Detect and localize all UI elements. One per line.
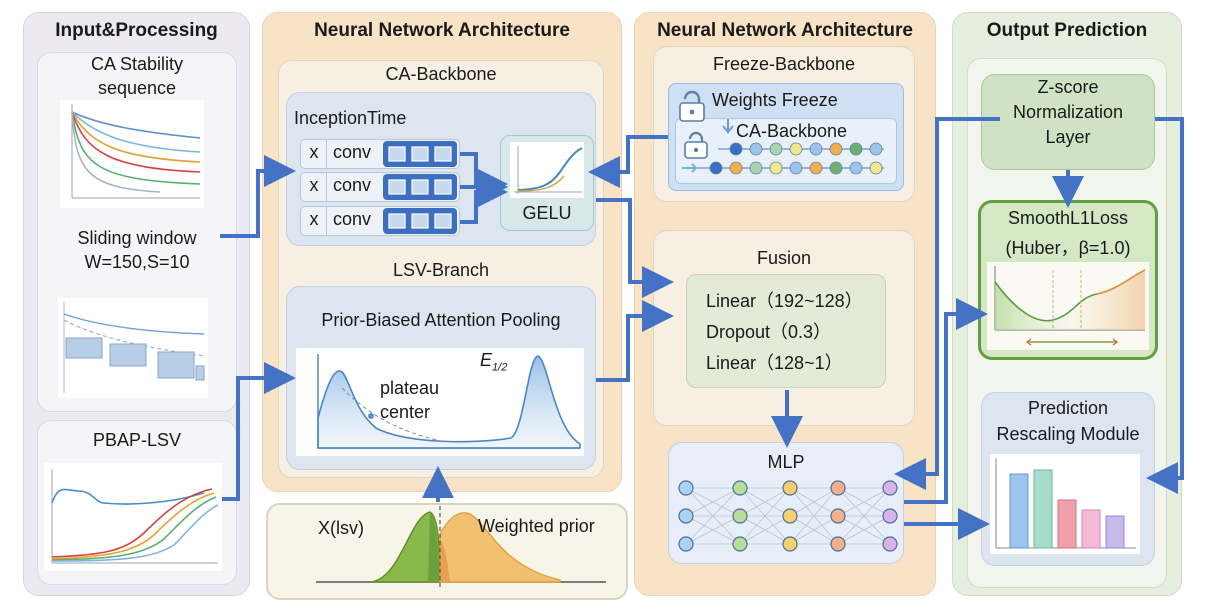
- mlp-edge: [789, 487, 839, 545]
- pbap-lsv-title: PBAP-LSV: [92, 430, 182, 450]
- conv-x-label-2: x: [309, 175, 319, 195]
- mlp-node: [882, 536, 898, 552]
- conv-label-3: conv: [333, 209, 372, 229]
- lsv-branch-title: LSV-Branch: [392, 260, 490, 280]
- weights-freeze-label: Weights Freeze: [712, 90, 838, 110]
- ca-backbone-inner-label: CA-Backbone: [736, 121, 848, 141]
- ca-sequence-title-2: sequence: [97, 78, 177, 98]
- mlp-edge: [789, 487, 839, 517]
- mlp-node: [882, 508, 898, 524]
- zscore-label-3: Layer: [1045, 127, 1091, 147]
- mlp-node: [782, 508, 798, 524]
- conv-kernels: [383, 141, 457, 234]
- fusion-layer-2: Dropout（0.3）: [706, 322, 832, 342]
- zscore-box: [981, 74, 1155, 170]
- mlp-node: [830, 536, 846, 552]
- gelu-curve-icon: [510, 142, 584, 198]
- freeze-backbone-title: Freeze-Backbone: [712, 54, 856, 74]
- mlp-node: [678, 508, 694, 524]
- e-half-sub: 1/2: [492, 361, 508, 374]
- mlp-edge: [789, 515, 839, 545]
- inception-time-title: InceptionTime: [294, 108, 407, 128]
- conv-divider-1: [326, 139, 327, 169]
- mlp-node: [830, 508, 846, 524]
- mlp-edge: [739, 515, 791, 545]
- mlp-node: [732, 508, 748, 524]
- mlp-edge: [837, 487, 891, 517]
- weighted-prior-plot: [316, 506, 606, 590]
- sliding-window-label-2: W=150,S=10: [84, 252, 190, 272]
- huber-loss-plot: [987, 262, 1149, 350]
- ca-decay-curves-thumbnail: [60, 100, 204, 208]
- mlp-network-graphic: [678, 480, 898, 552]
- weighted-prior-label: Weighted prior: [478, 516, 595, 536]
- fusion-layers-box: [686, 274, 886, 388]
- plateau-center-label-2: center: [380, 402, 431, 422]
- prediction-rescaling-label-2: Rescaling Module: [996, 424, 1140, 444]
- fusion-layer-1: Linear（192~128）: [706, 291, 863, 311]
- gelu-label: GELU: [522, 203, 572, 223]
- fusion-title: Fusion: [756, 248, 812, 268]
- mlp-edge: [685, 515, 741, 545]
- zscore-label-2: Normalization: [1012, 102, 1124, 122]
- mlp-edge: [837, 487, 891, 545]
- smooth-l1-loss-label-2: (Huber，β=1.0): [1005, 238, 1131, 258]
- sliding-window-thumbnail: [58, 298, 208, 398]
- nn-architecture-title-2: Neural Network Architecture: [657, 20, 913, 41]
- mlp-edge: [685, 487, 741, 517]
- rescaling-bar-graphic: [990, 454, 1140, 554]
- conv-divider-3: [326, 206, 327, 236]
- x-lsv-label: X(lsv): [318, 518, 364, 538]
- smooth-l1-loss-label-1: SmoothL1Loss: [1007, 208, 1129, 228]
- zscore-label-1: Z-score: [1037, 77, 1099, 97]
- mlp-node: [782, 480, 798, 496]
- conv-x-label-1: x: [309, 142, 319, 162]
- conv-label-2: conv: [333, 175, 372, 195]
- mlp-node: [678, 536, 694, 552]
- output-title: Output Prediction: [986, 20, 1148, 41]
- prediction-rescaling-label-1: Prediction: [1027, 398, 1109, 418]
- mlp-title: MLP: [767, 452, 805, 472]
- pbap-lsv-curves-thumbnail: [44, 463, 222, 571]
- mlp-node: [732, 536, 748, 552]
- ca-sequence-title-1: CA Stability: [90, 54, 184, 74]
- mlp-node: [782, 536, 798, 552]
- mlp-node: [732, 480, 748, 496]
- conv-label-1: conv: [333, 142, 372, 162]
- conv-x-label-3: x: [309, 209, 319, 229]
- plateau-center-label-1: plateau: [380, 378, 440, 398]
- fusion-layer-3: Linear（128~1）: [706, 353, 843, 373]
- mlp-edge: [739, 487, 791, 517]
- attention-pooling-plot: [296, 348, 584, 456]
- lock-icon: [679, 90, 705, 122]
- conv-divider-2: [326, 172, 327, 202]
- mlp-edge: [685, 487, 741, 545]
- e-half-main: E: [480, 350, 493, 370]
- e-half-label: E1/2: [480, 350, 507, 374]
- input-title: Input&Processing: [55, 20, 218, 41]
- prior-biased-attention-pooling-title: Prior-Biased Attention Pooling: [321, 310, 561, 330]
- freeze-backbone-graphic: [679, 90, 884, 175]
- nn-architecture-title-1: Neural Network Architecture: [314, 20, 570, 41]
- ca-backbone-title: CA-Backbone: [385, 64, 497, 84]
- sliding-window-label-1: Sliding window: [77, 228, 197, 248]
- mlp-node: [678, 480, 694, 496]
- mlp-edge: [837, 515, 891, 545]
- mlp-edge: [739, 487, 791, 545]
- mlp-node: [830, 480, 846, 496]
